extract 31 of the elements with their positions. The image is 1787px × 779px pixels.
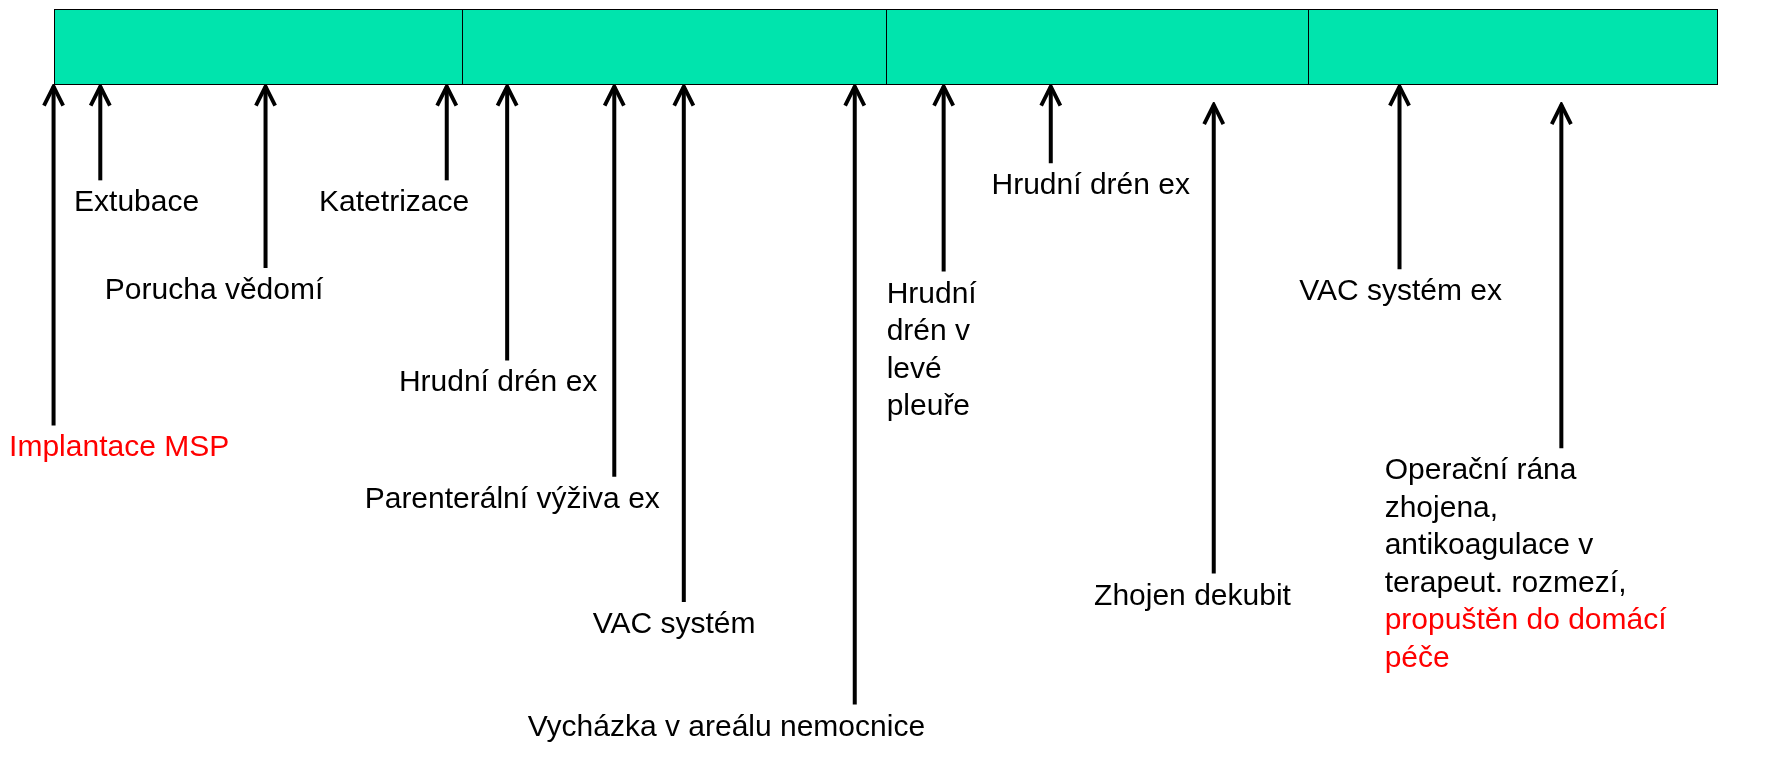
arrow <box>932 84 956 272</box>
arrow <box>1388 84 1412 270</box>
arrow <box>435 84 459 181</box>
event-label: Hrudní drén ex <box>991 165 1190 203</box>
timeline-segment <box>885 9 1310 86</box>
event-label: propuštěn do domácí péče <box>1384 601 1668 675</box>
event-label: Parenterální výživa ex <box>364 478 660 517</box>
event-label: VAC systém ex <box>1299 271 1503 309</box>
timeline-segment <box>53 9 463 86</box>
event-label: Hrudní drén v levé pleuře <box>886 273 1024 424</box>
event-label: Porucha vědomí <box>104 270 324 308</box>
arrow <box>843 84 867 705</box>
event-label: VAC systém <box>592 604 756 642</box>
timeline-segment <box>461 9 887 86</box>
arrow <box>1549 102 1573 449</box>
event-label: Vycházka v areálu nemocnice <box>527 706 926 745</box>
event-label: Hrudní drén ex <box>398 362 598 400</box>
event-label: Zhojen dekubit <box>1094 575 1291 614</box>
event-label: Implantace MSP <box>9 427 230 465</box>
arrow <box>1202 102 1226 574</box>
arrow <box>495 84 519 361</box>
arrow <box>672 84 696 602</box>
timeline-segment <box>1308 9 1719 86</box>
event-label: Katetrizace <box>319 182 470 220</box>
arrow <box>88 84 112 181</box>
event-label: Operační rána zhojena, antikoagulace v terapeut. rozmezí, <box>1384 451 1628 600</box>
arrow <box>602 84 626 477</box>
arrow <box>254 84 278 269</box>
arrow <box>1039 84 1063 164</box>
event-label: Extubace <box>74 182 200 220</box>
arrow <box>42 84 66 426</box>
